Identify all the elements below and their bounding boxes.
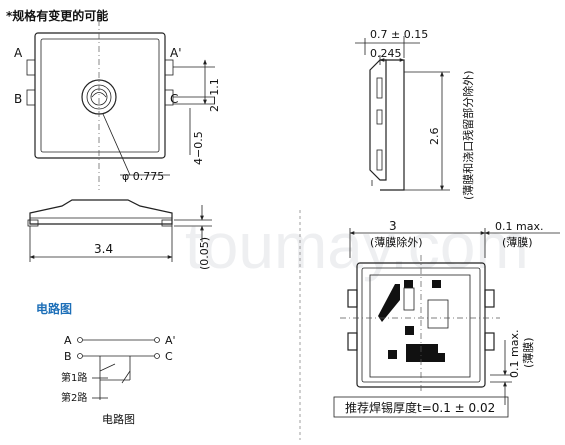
bottom-width-note: (薄膜除外) (370, 235, 423, 249)
pad-dim-label: 4−0.5 (192, 131, 205, 165)
side-view: 3.4 (0.05) (27, 199, 212, 270)
switch-2 (121, 370, 131, 384)
total-dim-label: 0.7 ± 0.15 (370, 28, 428, 41)
terminal-c (164, 89, 174, 106)
contact-4 (436, 353, 445, 362)
side-body (29, 199, 173, 225)
contact-bar (406, 344, 438, 362)
contact-slant (378, 284, 400, 322)
circuit-diagram: 电路图 A B A' C 第1路 第2路 电路图 (36, 301, 176, 426)
terminal-a-prime (164, 59, 174, 76)
hole-highlight (91, 92, 107, 98)
hole-dim-label: φ 0.775 (122, 170, 164, 183)
bottom-pad-3 (484, 289, 495, 308)
circuit-label-a-prime: A' (165, 334, 176, 347)
circuit-label-path2: 第2路 (61, 391, 87, 404)
package-inner-outline (40, 38, 160, 153)
side-pad-left (27, 219, 39, 227)
contact-1 (404, 280, 413, 288)
node-c (154, 353, 160, 359)
circuit-caption: 电路图 (102, 413, 135, 426)
pin-label-b: B (14, 92, 22, 106)
body-dim-label: 0.245 (370, 47, 402, 60)
front-view: A A' B C 2−1.1 4−0.5 φ 0.775 (14, 20, 221, 190)
film-dim-label: 0.1 max. (495, 220, 543, 233)
circuit-label-path1: 第1路 (61, 371, 87, 384)
node-a-prime (154, 337, 160, 343)
bottom-pad-1 (347, 289, 358, 308)
height-dim-label: (0.05) (198, 237, 211, 270)
pin-label-a-prime: A' (170, 46, 182, 60)
pin-label-c: C (170, 92, 178, 106)
contact-3 (405, 326, 414, 335)
terminal-b (26, 89, 36, 106)
circuit-label-b: B (64, 350, 72, 363)
bottom-pad-4 (484, 332, 495, 351)
film-note: (薄膜) (502, 235, 533, 249)
pin-label-a: A (14, 46, 23, 60)
solder-note: 推荐焊锡厚度t=0.1 ± 0.02 (345, 400, 495, 415)
node-b (77, 353, 83, 359)
circuit-label-a: A (64, 334, 72, 347)
solder-note-box (333, 396, 509, 418)
film-side-note: (薄膜) (521, 337, 535, 368)
circuit-label-c: C (165, 350, 173, 363)
film-side-dim-label: 0.1 max. (508, 330, 521, 378)
spec-change-note: *规格有变更的可能 (6, 8, 108, 23)
height-dim-label: 2.6 (428, 128, 441, 146)
node-a (77, 337, 83, 343)
gate-note: (薄膜和浇口残留部分除外) (461, 70, 475, 200)
width-dim-label: 3.4 (94, 242, 113, 256)
switch-1 (99, 363, 116, 372)
terminal-a (26, 59, 36, 76)
package-outline (34, 32, 166, 159)
bottom-view: 3 (薄膜除外) 0.1 max. (薄膜) 0.1 max. (薄膜) (333, 219, 560, 418)
right-side-view: 0.7 ± 0.15 0.245 2.6 (薄膜和浇口残留部分除外) (355, 28, 475, 200)
bottom-pad-2 (347, 332, 358, 351)
bottom-width-dim-label: 3 (389, 219, 397, 233)
contact-5 (388, 350, 397, 359)
contact-2 (432, 280, 441, 288)
hole-leader-line (102, 113, 131, 176)
side-pad-right (161, 219, 173, 227)
pitch-dim-label: 2−1.1 (208, 78, 221, 112)
circuit-title: 电路图 (36, 301, 72, 316)
